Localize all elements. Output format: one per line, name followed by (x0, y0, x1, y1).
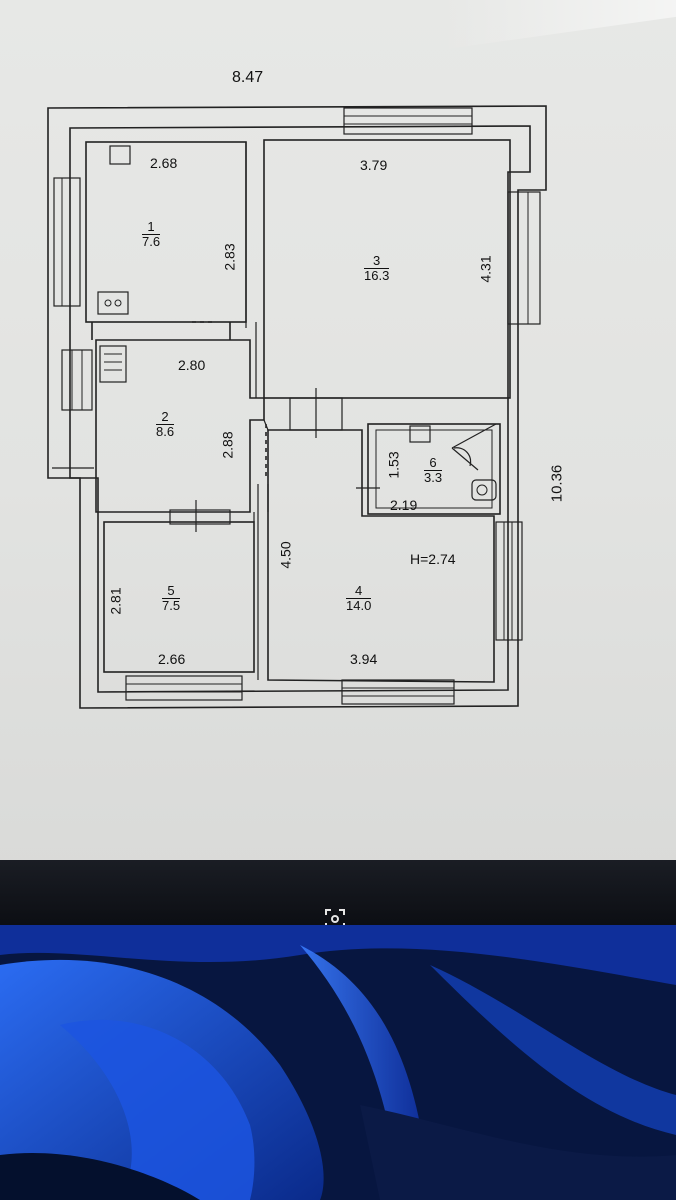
room-1-area: 7.6 (142, 233, 161, 249)
window-right-upper (507, 191, 541, 325)
toilet (471, 479, 497, 501)
window-top (343, 107, 473, 135)
room-2-width: 2.80 (178, 357, 206, 373)
room-5-width: 2.66 (158, 651, 186, 667)
room-1-number: 1 (142, 220, 161, 235)
overall-width-label: 8.47 (232, 69, 264, 86)
room-3-width: 3.79 (360, 157, 388, 173)
room-6-number: 6 (424, 456, 443, 471)
room-4-label: 4 14.0 (346, 584, 372, 613)
heater (99, 345, 127, 383)
room-1-label: 1 7.6 (142, 220, 161, 249)
bath-sink (409, 425, 431, 443)
wallpaper-waves (0, 925, 676, 1200)
room-5-depth: 2.81 (107, 587, 124, 615)
room-4-area: 14.0 (346, 597, 372, 613)
screenshot-icon[interactable] (320, 904, 350, 934)
room-6-width: 2.19 (390, 497, 418, 513)
desktop-wallpaper (0, 925, 676, 1200)
room-6-depth: 1.53 (385, 451, 402, 479)
room-4-depth: 4.50 (277, 541, 294, 569)
outer-wall-outline (47, 105, 547, 709)
outer-wall-inner (69, 125, 531, 693)
room-4-number: 4 (346, 584, 372, 599)
overall-depth-label: 10.36 (548, 464, 566, 503)
window-left-upper (53, 177, 81, 307)
shower (451, 423, 497, 471)
room-2-number: 2 (156, 410, 175, 425)
room-2-area: 8.6 (156, 423, 175, 439)
sink-room-1 (109, 145, 131, 165)
room-6-outline (367, 423, 501, 515)
room-3-depth: 4.31 (477, 255, 494, 283)
stove (97, 291, 129, 315)
room-3-area: 16.3 (364, 267, 390, 283)
ceiling-height-label: H=2.74 (410, 551, 456, 567)
room-2-depth: 2.88 (219, 431, 236, 459)
room-5-label: 5 7.5 (162, 584, 181, 613)
room-5-outline (103, 521, 255, 673)
room-3-number: 3 (364, 254, 390, 269)
room-6-area: 3.3 (424, 469, 443, 485)
window-right-lower (495, 521, 523, 641)
room-3-label: 3 16.3 (364, 254, 390, 283)
room-1-width: 2.68 (150, 155, 178, 171)
room-1-depth: 2.83 (221, 243, 238, 271)
floor-plan (47, 105, 547, 709)
monitor-bezel (0, 860, 676, 948)
room-5-area: 7.5 (162, 597, 181, 613)
door-room-5 (169, 509, 231, 525)
room-2-label: 2 8.6 (156, 410, 175, 439)
room-3-outline (263, 139, 511, 399)
room-4-width: 3.94 (350, 651, 378, 667)
room-5-number: 5 (162, 584, 181, 599)
monitor-screen: 8.47 10.36 H=2.74 2.68 2.83 1 7.6 3.79 4… (0, 0, 676, 880)
window-left-lower (61, 349, 93, 411)
room-6-label: 6 3.3 (424, 456, 443, 485)
room-4-outline (267, 429, 495, 683)
window-bottom-left (125, 675, 243, 701)
window-bottom-right (341, 679, 455, 705)
